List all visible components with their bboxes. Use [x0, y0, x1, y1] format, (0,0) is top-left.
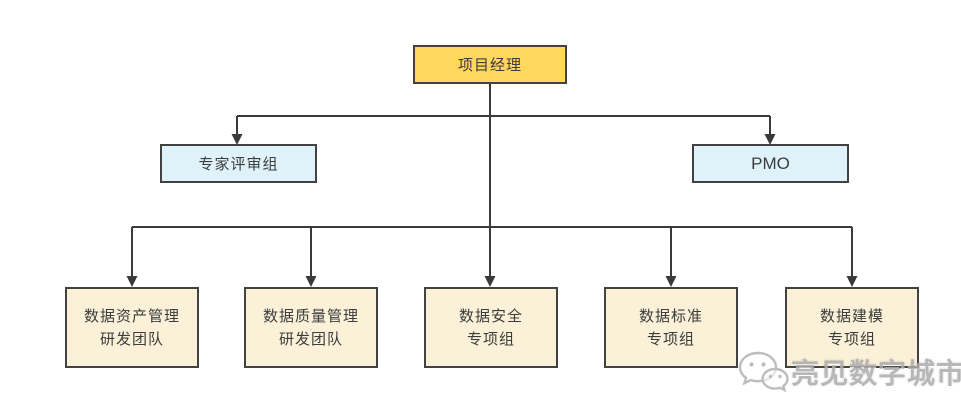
node-label-line1: 数据建模 [819, 307, 884, 325]
org-node-pmo: PMO [692, 144, 849, 183]
org-node-expert-review-group: 专家评审组 [160, 144, 317, 183]
node-label-line1: 数据质量管理 [262, 307, 359, 325]
arrowhead-b3 [484, 276, 496, 287]
node-label-line2: 研发团队 [99, 330, 164, 348]
node-label-line2: 专项组 [827, 330, 876, 348]
node-label-line2: 专项组 [466, 330, 515, 348]
arrowhead-b5 [846, 276, 858, 287]
node-label-line1: 数据资产管理 [83, 307, 180, 325]
arrowhead-b1 [126, 276, 138, 287]
arrowhead-expert [231, 134, 243, 145]
org-node-project-manager: 项目经理 [413, 45, 567, 84]
org-node-data-quality-team: 数据质量管理 研发团队 [244, 287, 378, 368]
node-label-line1: 数据安全 [458, 307, 523, 325]
org-node-data-standards-group: 数据标准 专项组 [604, 287, 738, 368]
arrowhead-pmo [764, 134, 776, 145]
org-node-data-security-group: 数据安全 专项组 [424, 287, 558, 368]
arrowhead-b4 [665, 276, 677, 287]
org-node-data-asset-team: 数据资产管理 研发团队 [65, 287, 199, 368]
arrowhead-b2 [305, 276, 317, 287]
org-node-data-modeling-group: 数据建模 专项组 [785, 287, 919, 368]
node-label-line2: 研发团队 [278, 330, 343, 348]
node-label-line1: 数据标准 [638, 307, 703, 325]
node-label-line2: 专项组 [646, 330, 695, 348]
